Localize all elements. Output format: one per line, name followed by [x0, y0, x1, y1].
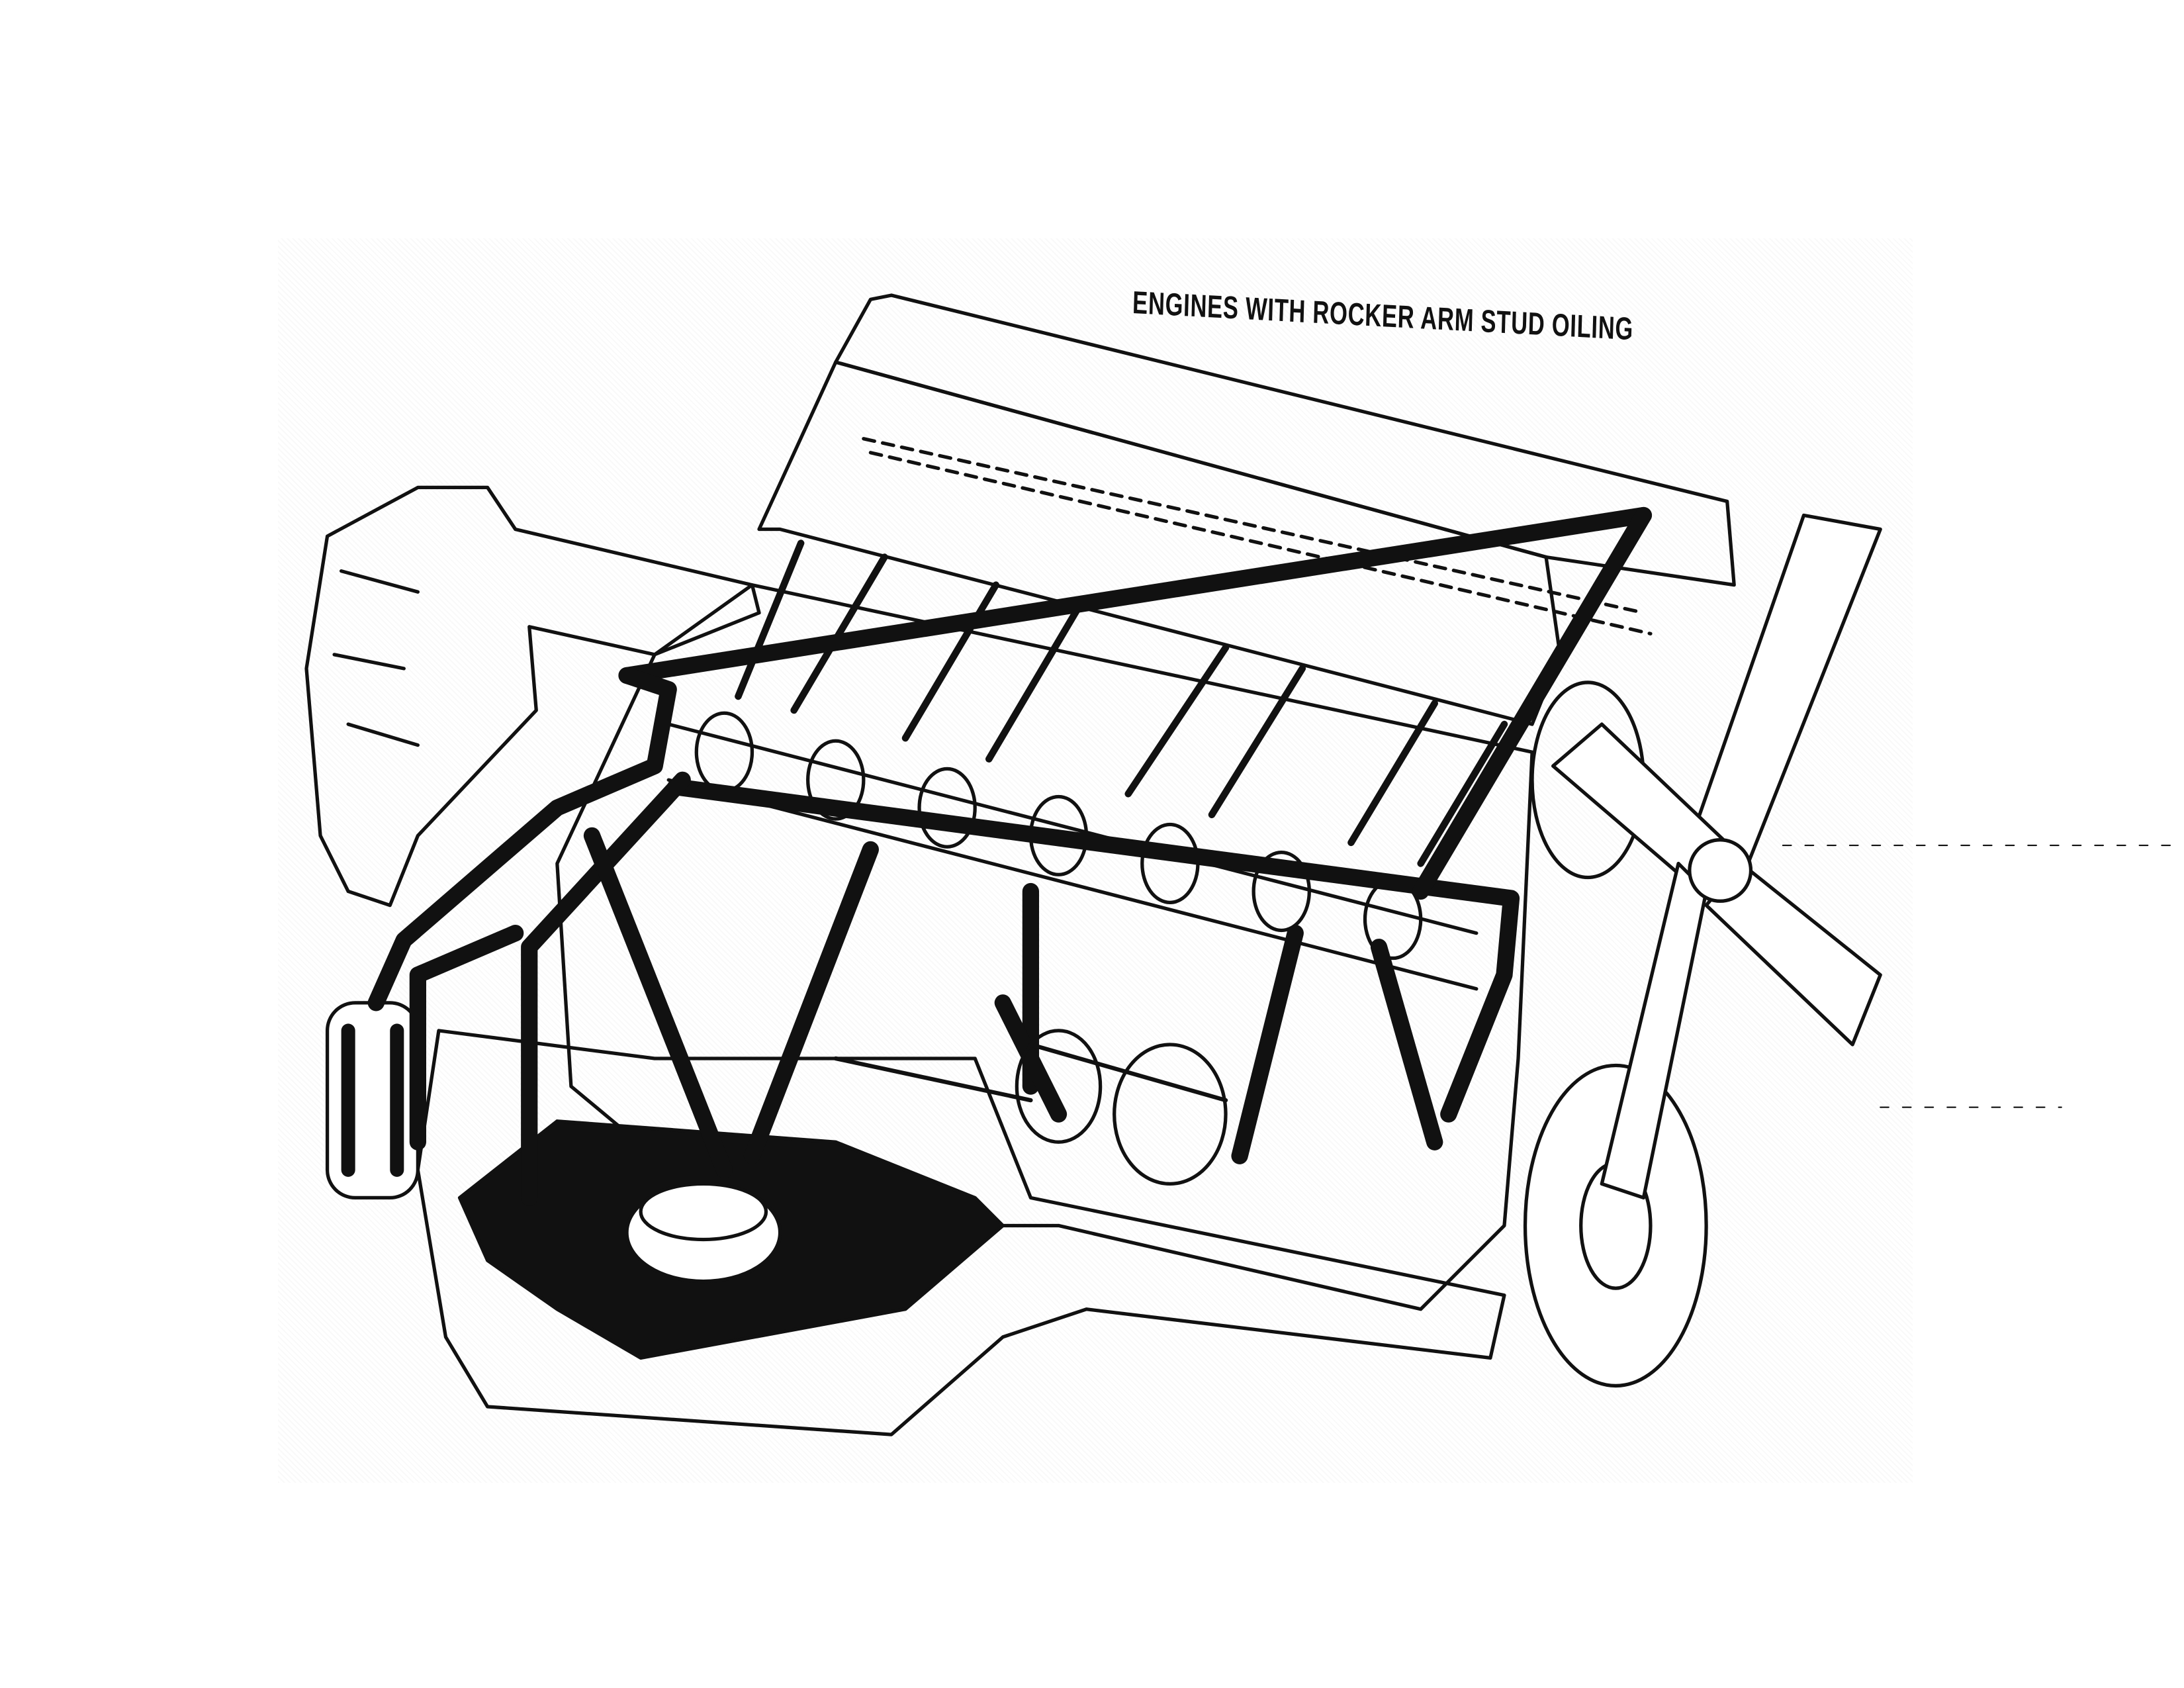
oil-galleries	[367, 506, 1653, 1207]
rear-detail-lines	[332, 569, 420, 747]
rear-block-outline	[304, 485, 761, 908]
fan	[1551, 513, 1882, 1200]
crankshaft	[833, 1042, 1228, 1103]
camshaft	[666, 722, 1479, 991]
scan-artifact	[1782, 845, 2184, 1108]
oil-pan-outline	[416, 1029, 1506, 1436]
rocker-oil-line-dashed	[862, 437, 1653, 635]
crank-pulley	[1523, 1063, 1708, 1388]
oil-filter	[325, 1001, 420, 1200]
engine-block-outline	[555, 583, 1534, 1311]
cylinder-head-outline	[757, 360, 1562, 726]
